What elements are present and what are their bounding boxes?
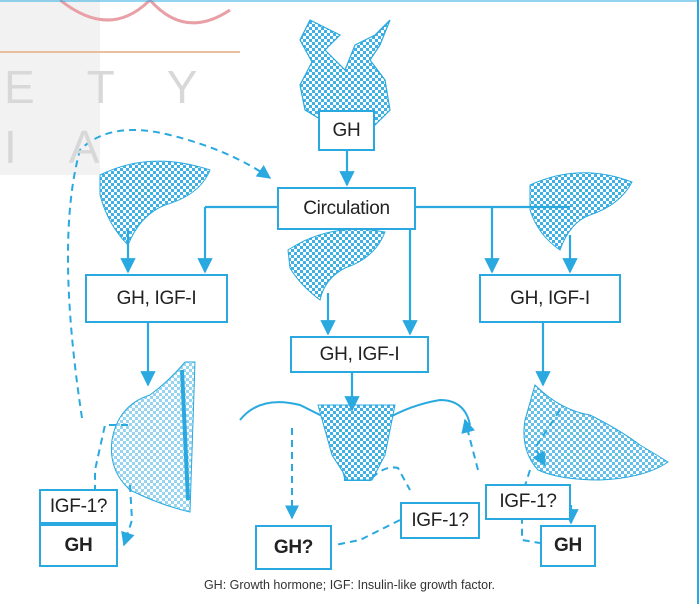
left-gh-igf-box: GH, IGF-I <box>85 274 228 323</box>
dashed-left-2 <box>121 484 135 547</box>
dashed-feedback-arrow <box>66 129 272 419</box>
left-gh-box: GH <box>39 524 118 567</box>
dashed-igf-to-gh <box>334 519 401 546</box>
circulation-box: Circulation <box>277 187 416 230</box>
watermark-line-1: ETY <box>4 61 250 113</box>
gh-box-top: GH <box>318 110 375 151</box>
watermark-line-2: IA <box>4 121 152 173</box>
logo-arc-1 <box>59 0 152 22</box>
center-gh-box: GH? <box>255 525 332 570</box>
right-gh-box: GH <box>540 525 596 567</box>
left-igf-box: IGF-1? <box>39 489 118 524</box>
dashed-uterus-igf <box>371 466 411 491</box>
dashed-center-right <box>461 418 479 471</box>
pituitary-gland <box>299 19 391 126</box>
liver-center <box>287 228 386 301</box>
center-igf-box: IGF-1? <box>400 502 480 539</box>
liver-right <box>529 172 633 251</box>
uterus <box>239 398 471 481</box>
prostate-tissue <box>523 384 669 481</box>
logo-arc-2 <box>148 0 231 25</box>
sidebar-panel <box>0 0 100 175</box>
dashed-left-1 <box>94 424 128 500</box>
liver-left <box>99 160 211 246</box>
dashed-prostate-igf <box>532 409 561 467</box>
center-gh-igf-box: GH, IGF-I <box>290 336 429 373</box>
breast-tissue <box>110 361 196 513</box>
right-igf-box: IGF-1? <box>485 484 571 520</box>
figure-caption: GH: Growth hormone; IGF: Insulin-like gr… <box>203 578 496 592</box>
right-gh-igf-box: GH, IGF-I <box>479 274 621 323</box>
